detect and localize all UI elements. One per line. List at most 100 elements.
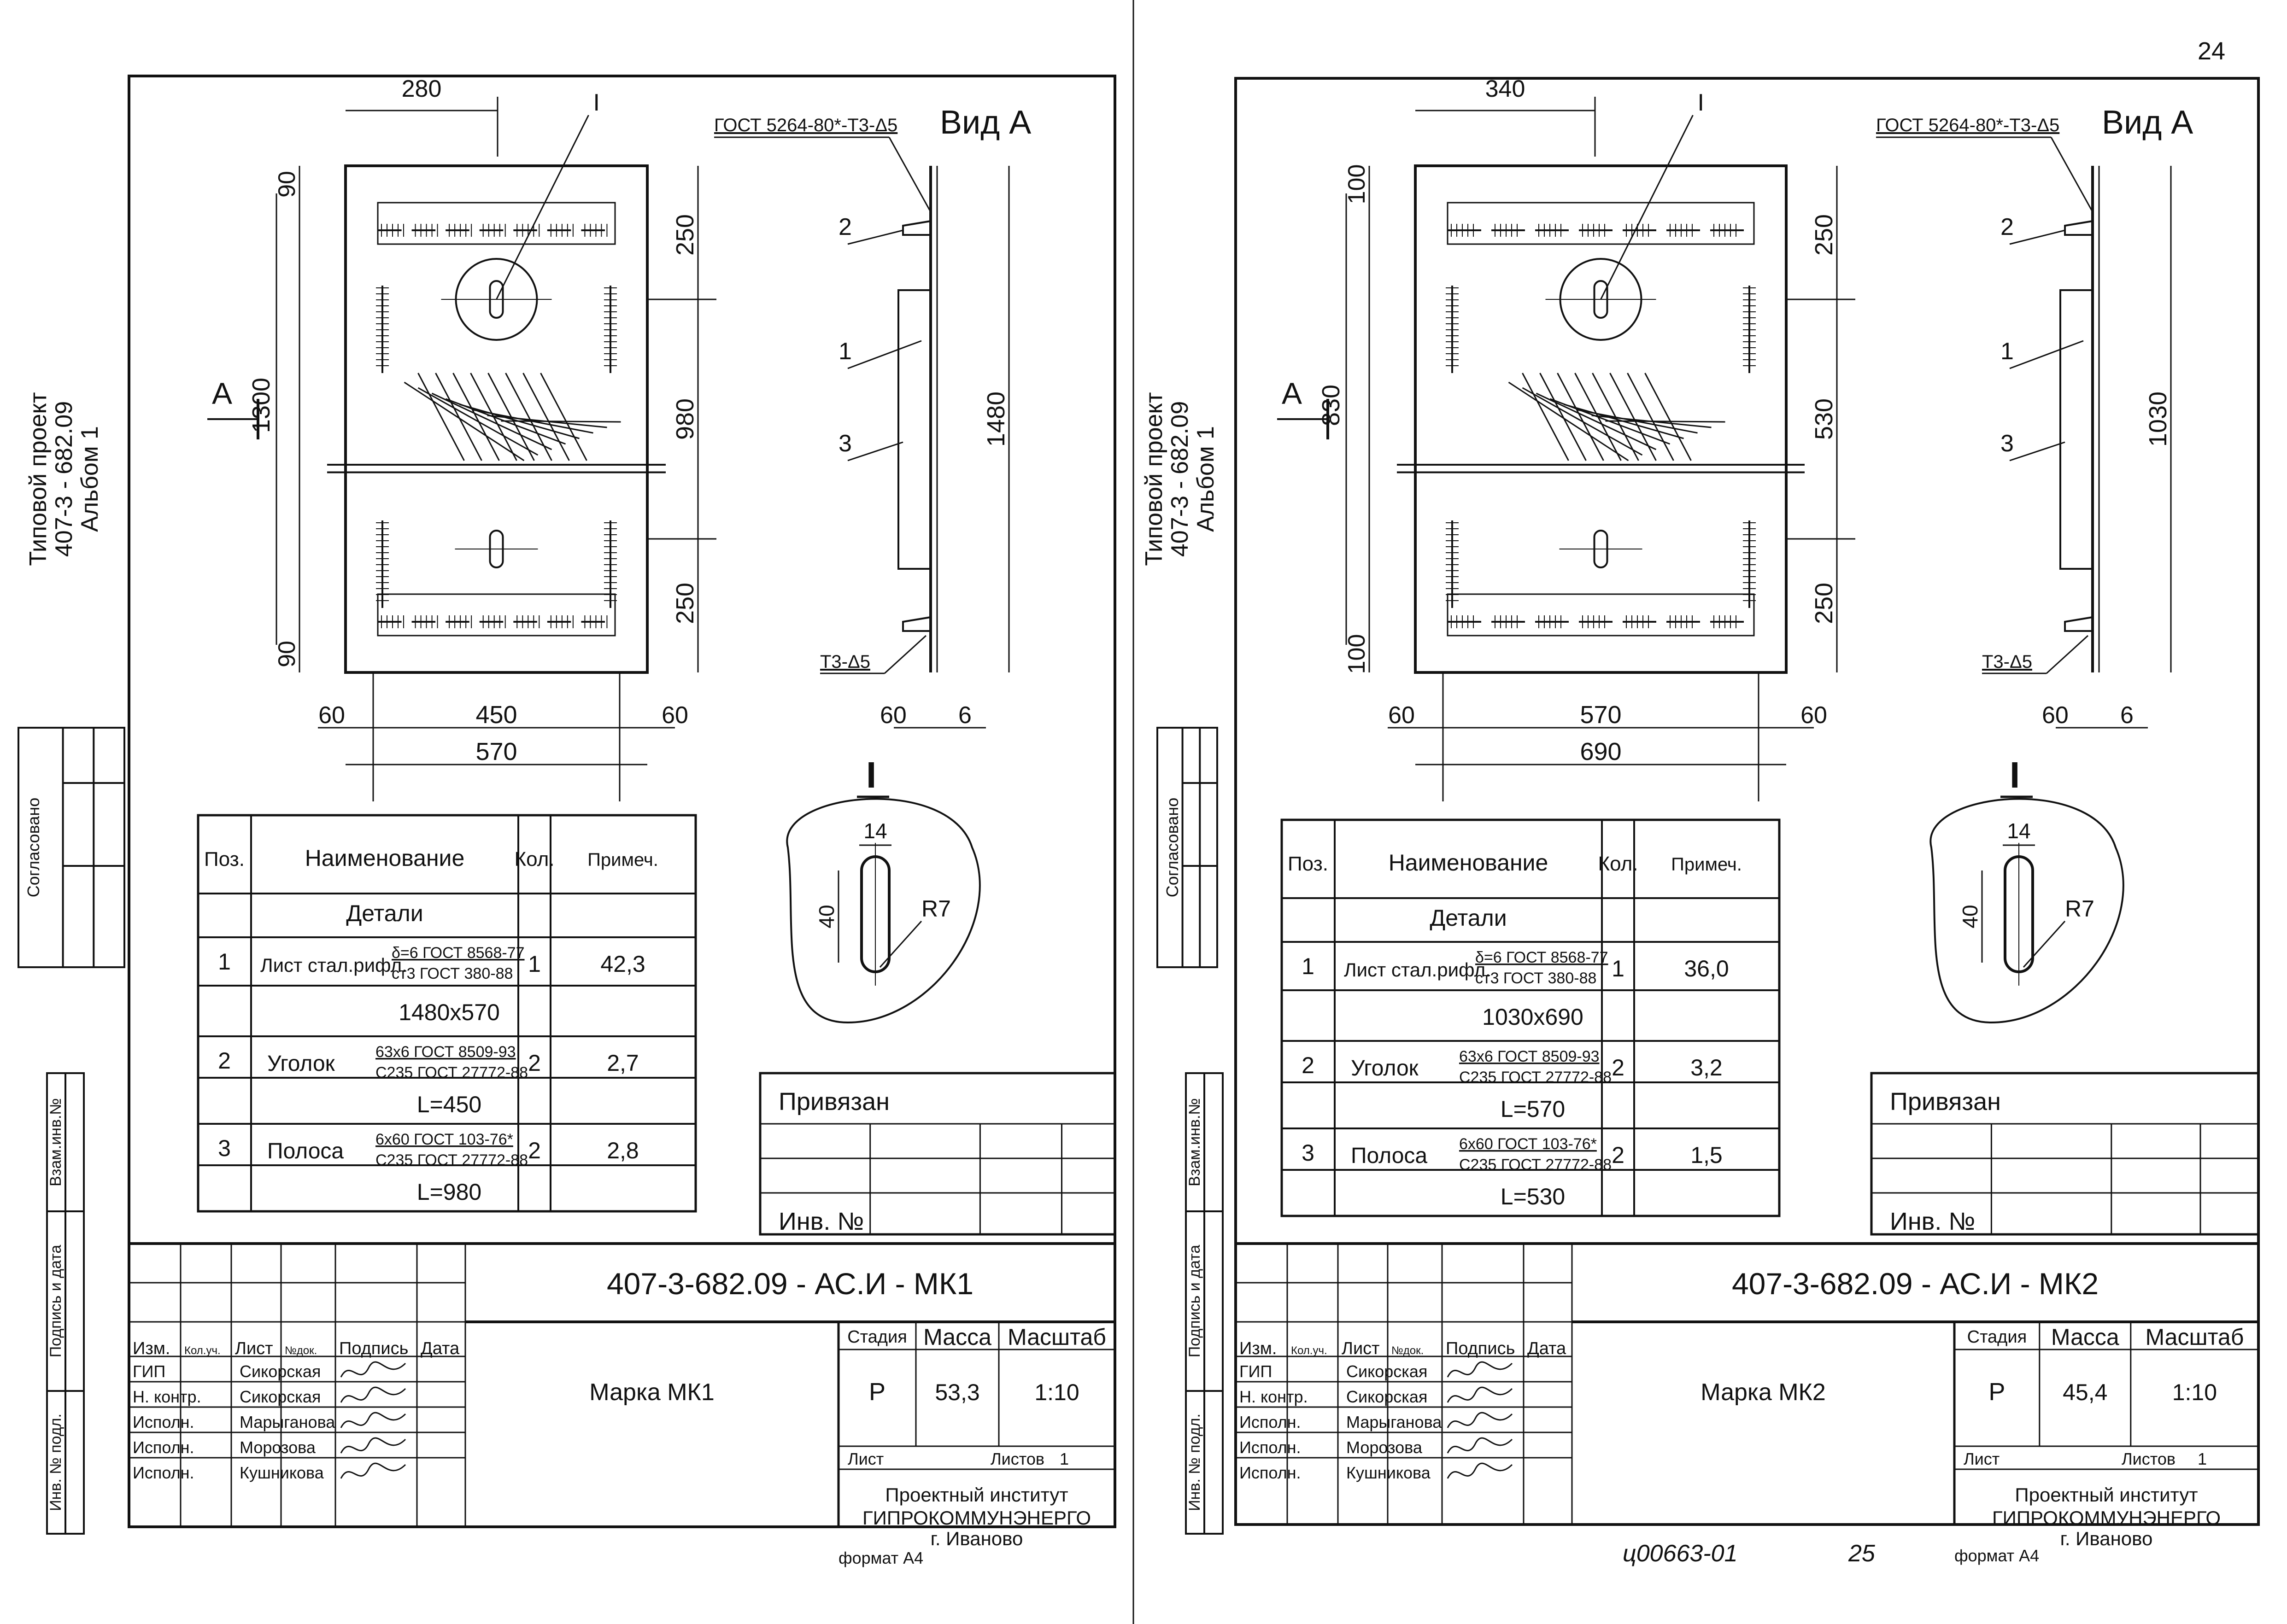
pos-leader — [2009, 441, 2065, 461]
tread-pattern — [1605, 420, 1725, 423]
tread-pattern — [501, 420, 621, 423]
inv-podl-label: Инв. № подл. — [1186, 1414, 1203, 1511]
callout-leader — [496, 115, 589, 300]
massa-label: Масса — [923, 1324, 991, 1350]
view-arrow-label: A — [212, 376, 232, 410]
agreement-grid — [1156, 727, 1218, 968]
detail-boundary — [1929, 798, 2124, 1024]
title-name: Сикорская — [1346, 1387, 1427, 1406]
spec-row-name: Уголок — [267, 1052, 335, 1076]
spec-table-frame — [1280, 818, 1781, 1217]
spec-row-note: 2,8 — [607, 1138, 639, 1163]
view-arrow-label: A — [1282, 376, 1302, 410]
signature — [340, 1437, 406, 1454]
privyazan-title: Привязан — [779, 1088, 890, 1116]
angle-profile — [902, 616, 931, 632]
tread-pattern — [470, 373, 517, 461]
tread-pattern — [1539, 373, 1587, 461]
weld-leader — [888, 137, 932, 212]
listov-value: 1 — [1060, 1449, 1069, 1468]
callout-leader — [1600, 115, 1694, 300]
signature — [340, 1361, 406, 1378]
angle-outline — [377, 593, 616, 637]
drawing-name: Марка МК1 — [589, 1379, 715, 1406]
agreement-grid — [18, 727, 125, 968]
dim-top: 280 — [402, 76, 442, 102]
tread-pattern — [431, 392, 552, 450]
dim-bottom-left: 60 — [1388, 702, 1415, 729]
pos-leader — [847, 441, 903, 461]
pos-leader — [847, 340, 922, 369]
pos-leader — [2009, 229, 2065, 245]
spec-row-name: Уголок — [1351, 1056, 1419, 1081]
spec-row-pos: 1 — [218, 949, 231, 975]
weld-leader — [884, 635, 927, 674]
dim-right-bottom: 250 — [1810, 583, 1838, 624]
tread-pattern — [1609, 373, 1657, 461]
dim-bottom-right: 60 — [1800, 702, 1827, 729]
detail-boundary — [786, 798, 981, 1024]
title-header-col_list: Лист — [1342, 1339, 1380, 1358]
dim-right-top: 250 — [1810, 214, 1838, 256]
weld-note-bottom: Т3-Δ5 — [820, 652, 870, 672]
title-role: Исполн. — [133, 1413, 194, 1431]
angle-profile — [2064, 220, 2093, 236]
stadia-label: Стадия — [1967, 1327, 2027, 1347]
weld-note-top: ГОСТ 5264-80*-Т3-Δ5 — [714, 115, 897, 135]
angle-profile — [902, 220, 931, 236]
spec-section-details: Детали — [1430, 905, 1507, 931]
signature — [1447, 1386, 1513, 1403]
detail-height: 40 — [1958, 905, 1982, 928]
listov-label: Листов — [2122, 1449, 2176, 1468]
spec-row-std-bottom: С235 ГОСТ 27772-88 — [375, 1064, 528, 1081]
massa-value: 53,3 — [935, 1379, 979, 1405]
spec-row-std-bottom: ст3 ГОСТ 380-88 — [392, 965, 513, 982]
privyazan-frame — [1870, 1072, 2260, 1236]
spec-row-size: L=530 — [1501, 1184, 1565, 1209]
spec-row-qty: 2 — [528, 1138, 541, 1163]
callout-label: I — [1698, 89, 1704, 116]
angle-profile — [2064, 616, 2093, 632]
title-name: Сикорская — [1346, 1362, 1427, 1381]
dim-bottom-total: 570 — [475, 738, 517, 765]
title-header-col_podpis: Подпись — [1446, 1339, 1515, 1358]
spec-header-name: Наименование — [1389, 850, 1548, 876]
dim-right-top: 250 — [671, 214, 699, 256]
spec-row-pos: 1 — [1302, 953, 1314, 979]
spec-row-std-bottom: С235 ГОСТ 27772-88 — [375, 1151, 528, 1169]
detail-height: 40 — [815, 905, 839, 928]
strip-profile — [2059, 289, 2093, 570]
title-name: Морозова — [1346, 1438, 1423, 1457]
title-name: Сикорская — [240, 1387, 321, 1406]
spec-row-std-top: 63х6 ГОСТ 8509-93 — [1459, 1048, 1600, 1065]
title-role: Исполн. — [1239, 1463, 1301, 1482]
title-header-col_list: Лист — [235, 1339, 273, 1358]
dim-bottom-mid: 450 — [475, 701, 517, 729]
org-line2: ГИПРОКОММУНЭНЕРГО — [862, 1507, 1091, 1529]
signature-date-label: Подпись и дата — [47, 1245, 65, 1358]
side-pos-2: 2 — [839, 214, 852, 240]
tread-pattern — [505, 373, 552, 461]
title-role: Исполн. — [133, 1463, 194, 1482]
dim-right-mid: 530 — [1810, 398, 1838, 440]
spec-row-pos: 3 — [218, 1135, 231, 1161]
side-dim-left: 60 — [880, 702, 907, 729]
dim-bottom-total: 690 — [1580, 738, 1621, 765]
spec-row-pos: 3 — [1302, 1140, 1314, 1166]
title-role: ГИП — [133, 1362, 165, 1381]
side-pos-2: 2 — [2000, 214, 2014, 240]
title-name: Морозова — [240, 1438, 316, 1457]
format-label: формат А4 — [1954, 1546, 2039, 1565]
project-number: 407-3 - 682.09 — [1167, 401, 1193, 557]
dim-left-top: 100 — [1343, 164, 1370, 204]
detail-radius: R7 — [921, 896, 951, 922]
spec-row-size: L=450 — [417, 1092, 481, 1117]
privyazan-frame — [759, 1072, 1116, 1236]
spec-header-note: Примеч. — [1671, 854, 1742, 875]
agreed-label: Согласовано — [24, 798, 43, 897]
